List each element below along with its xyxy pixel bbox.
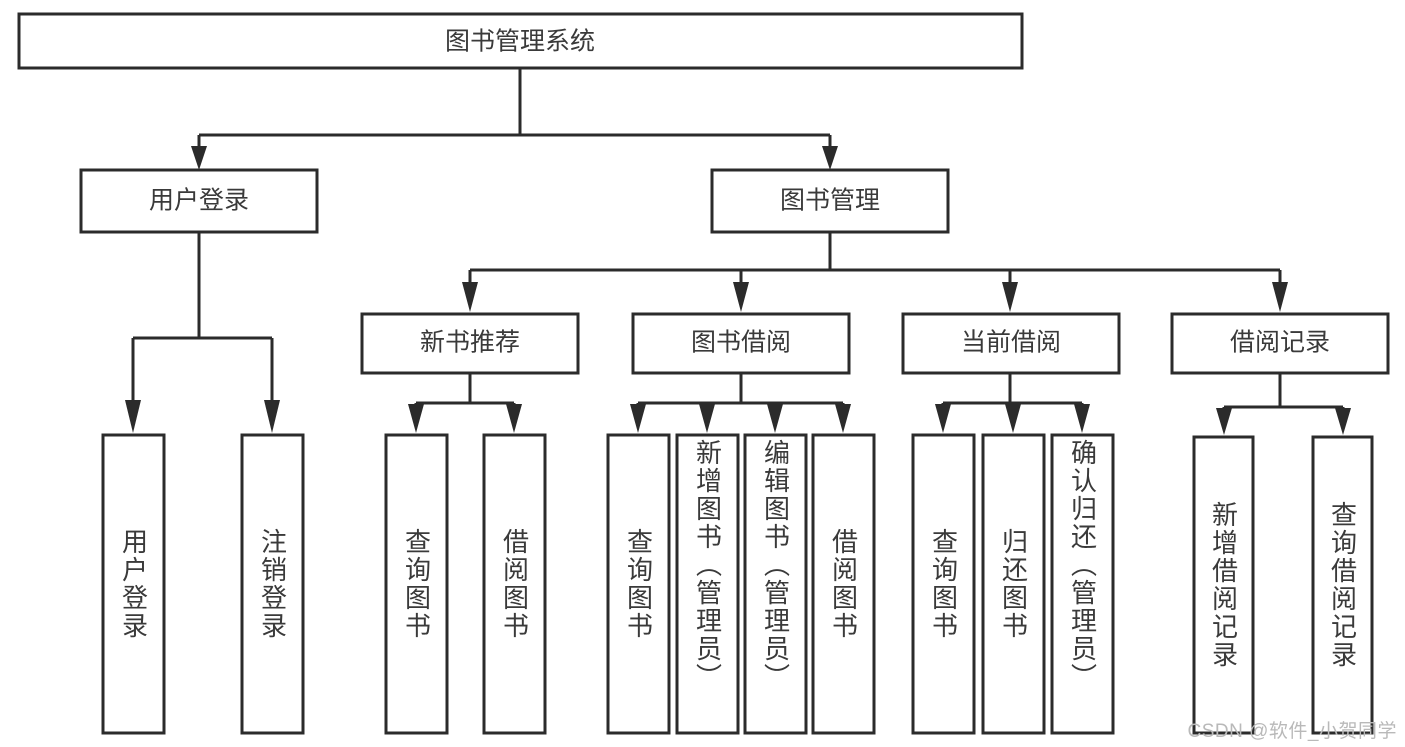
node-label-user-login: 用户登录 [149,187,249,215]
node-box-new-book-recommend[interactable] [360,312,580,375]
node-box-user-login[interactable] [79,168,319,234]
node-label-book-borrow: 图书借阅 [691,329,791,357]
arrow-icon-root-to-user-login [191,146,207,170]
node-box-leaf-book-borrow-1[interactable] [606,433,671,735]
node-box-leaf-current-borrow-1[interactable] [911,433,976,735]
node-box-root[interactable] [17,12,1024,70]
arrow-icon-new-book-leaf-1 [408,404,424,433]
node-box-book-borrow[interactable] [631,312,851,375]
arrow-icon-book-mgmt-child-1 [462,282,478,312]
node-layer: 图书管理系统 用户登录 图书管理 新书推荐 图书借阅 当前借阅 借阅记录 [17,12,1390,735]
node-label-borrow-record: 借阅记录 [1230,329,1330,357]
node-box-leaf-book-borrow-3[interactable] [743,433,808,735]
node-box-leaf-borrow-record-2[interactable] [1311,435,1374,735]
arrow-icon-book-mgmt-child-3 [1002,282,1018,312]
node-box-book-management[interactable] [710,168,950,234]
node-label-book-management: 图书管理 [780,187,880,215]
arrow-icon-book-mgmt-child-2 [733,282,749,312]
arrow-icon-borrow-record-leaf-2 [1335,408,1351,435]
arrow-icon-book-borrow-leaf-4 [835,404,851,433]
node-box-leaf-borrow-record-1[interactable] [1192,435,1255,735]
node-box-leaf-current-borrow-2[interactable] [981,433,1046,735]
arrow-icon-user-login-child-1 [125,400,141,433]
node-label-new-book-recommend: 新书推荐 [420,329,520,357]
node-box-leaf-book-borrow-4[interactable] [811,433,876,735]
node-box-leaf-user-login-1[interactable] [101,433,166,735]
node-label-current-borrow: 当前借阅 [961,329,1061,357]
arrow-icon-user-login-child-2 [264,400,280,433]
watermark-text: CSDN @软件_小贺同学 [1187,721,1397,742]
arrow-icon-book-borrow-leaf-1 [630,404,646,433]
arrow-icon-new-book-leaf-2 [506,404,522,433]
node-box-leaf-user-login-2[interactable] [240,433,305,735]
arrow-icon-root-to-book-mgmt [822,146,838,170]
node-box-leaf-new-book-2[interactable] [482,433,547,735]
arrow-icon-book-borrow-leaf-2 [699,404,715,433]
arrow-icon-book-mgmt-child-4 [1272,282,1288,312]
node-box-borrow-record[interactable] [1170,312,1390,375]
node-box-leaf-current-borrow-3[interactable] [1050,433,1115,735]
connector-layer [125,68,1351,435]
node-box-leaf-new-book-1[interactable] [384,433,449,735]
arrow-icon-borrow-record-leaf-1 [1216,408,1232,435]
arrow-icon-current-borrow-leaf-3 [1074,404,1090,433]
node-label-root: 图书管理系统 [445,28,595,56]
arrow-icon-book-borrow-leaf-3 [767,404,783,433]
arrow-icon-current-borrow-leaf-2 [1005,404,1021,433]
node-box-leaf-book-borrow-2[interactable] [675,433,740,735]
node-box-current-borrow[interactable] [901,312,1121,375]
arrow-icon-current-borrow-leaf-1 [935,404,951,433]
